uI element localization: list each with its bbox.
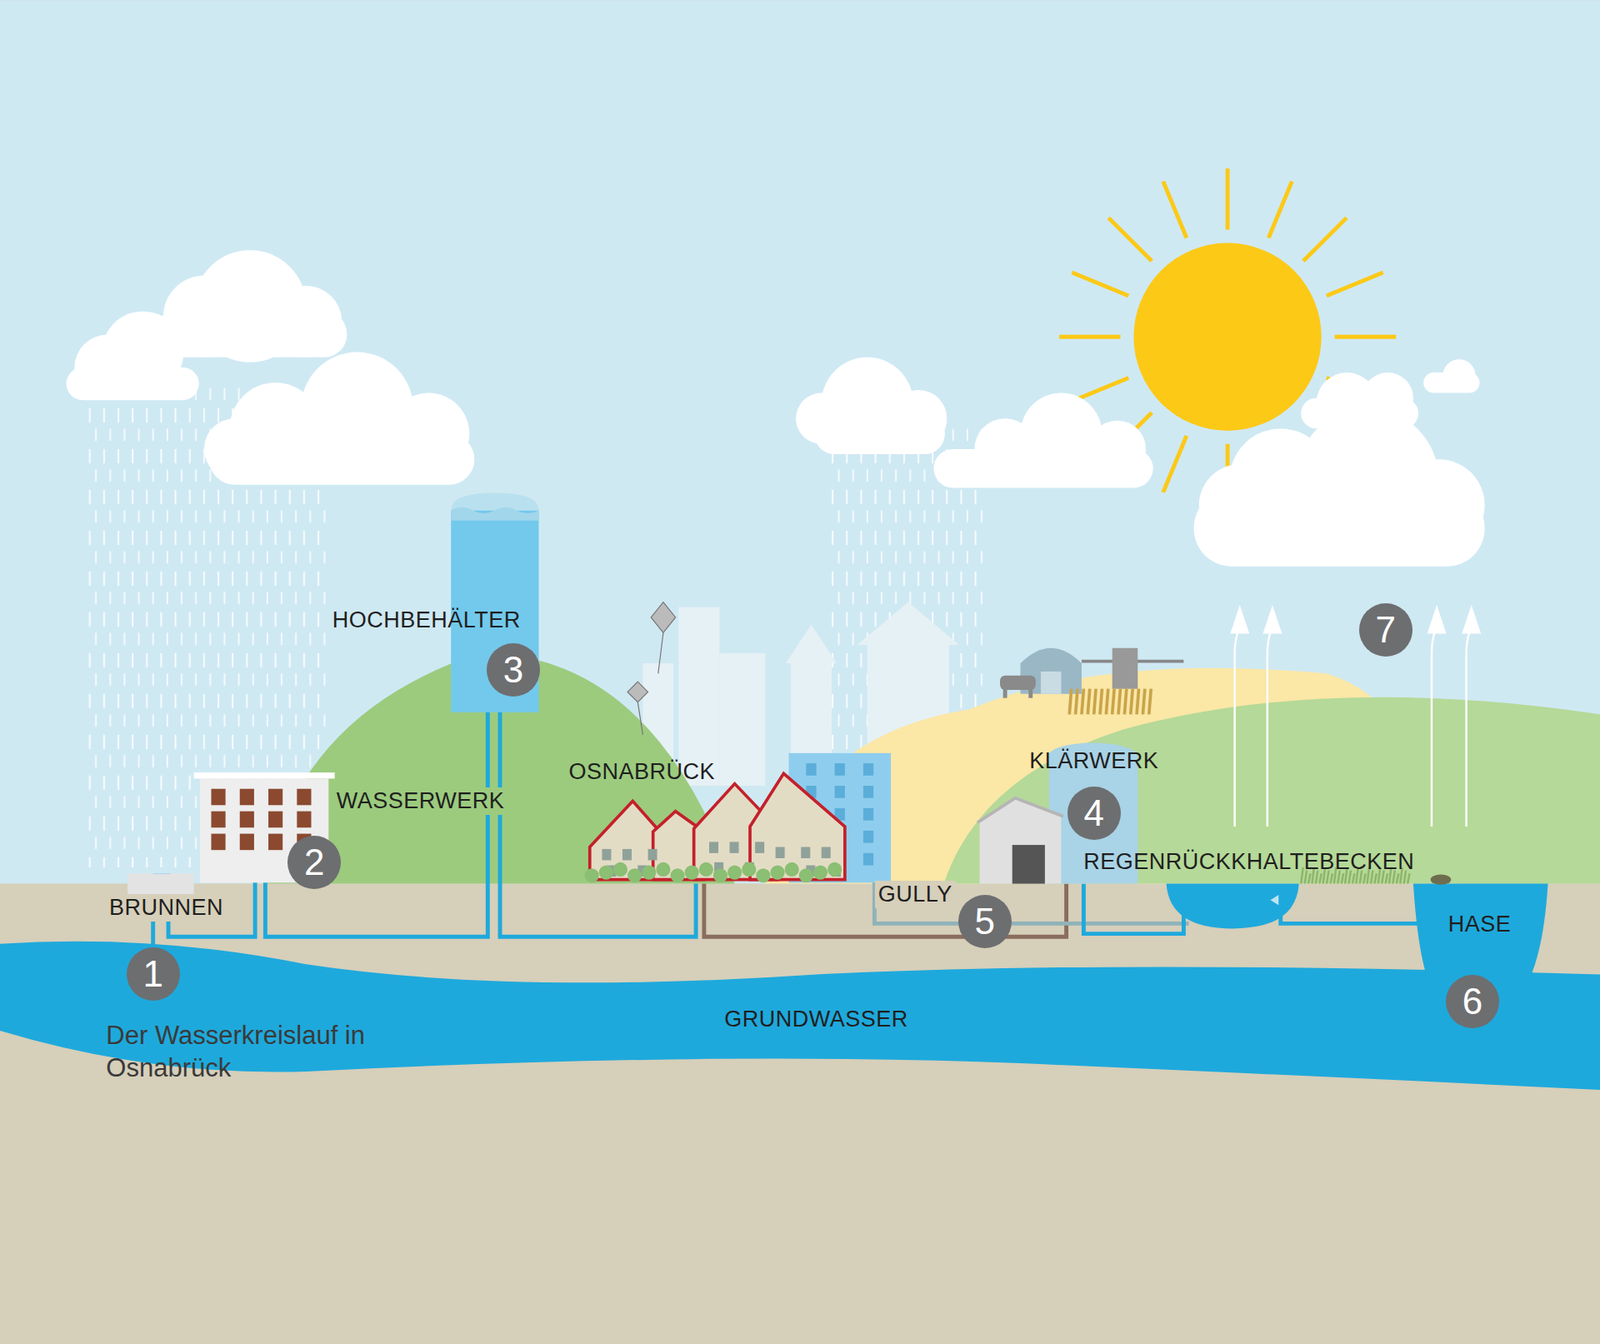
pipes <box>153 689 1419 960</box>
fish <box>1250 895 1279 905</box>
callout-number: 7 <box>1375 611 1396 649</box>
part-label: OSNABRÜCK <box>565 758 719 786</box>
callout-number: 6 <box>1462 983 1483 1020</box>
evaporation-arrows <box>1231 608 1480 827</box>
ground <box>0 884 1600 1344</box>
sky <box>0 0 1600 884</box>
part-label: HOCHBEHÄLTER <box>329 606 525 635</box>
callout-circle: 3 <box>486 643 540 697</box>
callout-number: 2 <box>304 844 325 881</box>
part-label: KLÄRWERK <box>1025 747 1162 775</box>
callout-number: 1 <box>142 955 163 993</box>
groundwater <box>0 941 1600 1090</box>
waterworks <box>194 772 335 883</box>
callout-circle: 1 <box>126 947 180 1001</box>
callout-circle: 5 <box>958 895 1012 949</box>
part-label: GRUNDWASSER <box>720 1005 912 1034</box>
callout-circle: 6 <box>1445 975 1500 1029</box>
callout-number: 4 <box>1083 795 1104 832</box>
farm <box>1000 648 1184 715</box>
kites <box>627 602 676 735</box>
callout-circle: 2 <box>287 835 341 890</box>
callout-number: 5 <box>974 903 995 940</box>
callout-circle: 7 <box>1359 603 1413 657</box>
duck <box>1430 875 1451 885</box>
part-label: HASE <box>1445 910 1515 939</box>
part-label: REGENRÜCKKHALTEBECKEN <box>1080 848 1418 876</box>
callout-circle: 4 <box>1067 786 1121 840</box>
part-label: GULLY <box>875 880 956 909</box>
callout-number: 3 <box>503 651 524 689</box>
hill <box>944 697 1600 885</box>
caption: Der Wasserkreislauf in Osnabrück <box>105 1020 390 1085</box>
part-label: WASSERWERK <box>333 787 509 815</box>
clouds <box>66 250 1485 567</box>
part-label: BRUNNEN <box>105 894 227 922</box>
well <box>127 873 195 896</box>
